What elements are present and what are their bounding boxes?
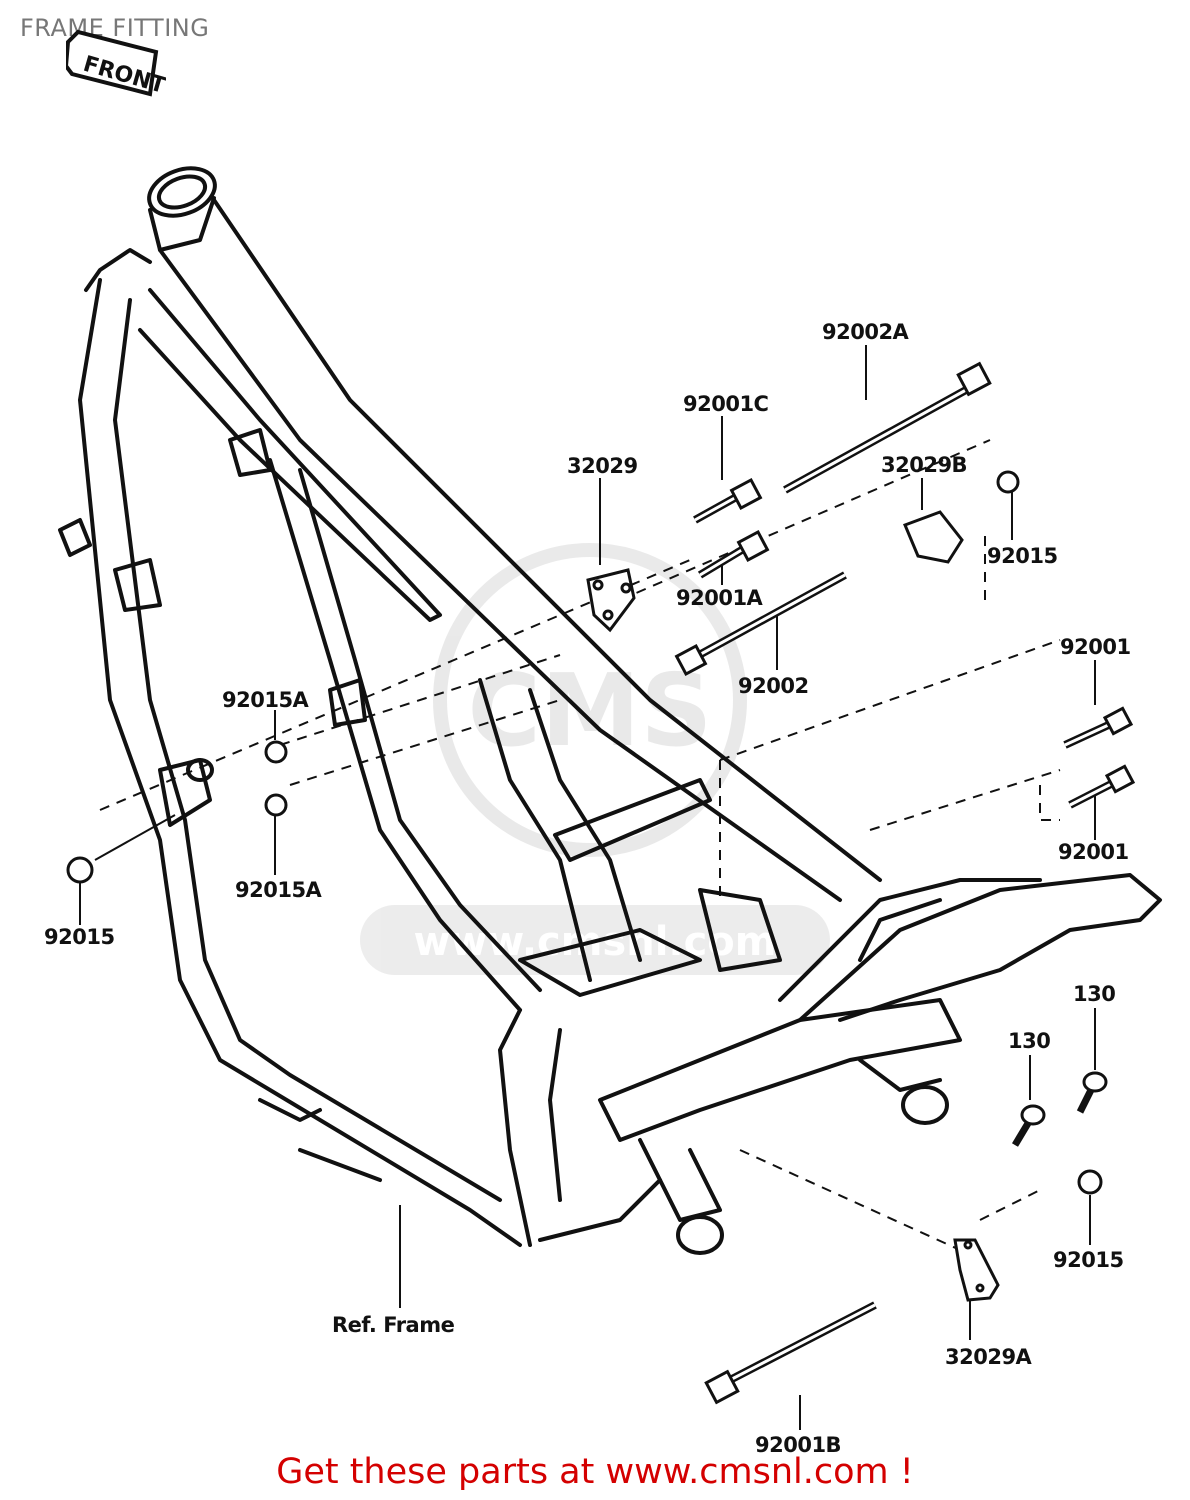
label-130-b: 130 bbox=[1008, 1029, 1051, 1053]
leader-lines bbox=[79, 345, 1096, 1430]
label-32029: 32029 bbox=[567, 454, 638, 478]
label-92001A: 92001A bbox=[676, 586, 763, 610]
label-92015-left: 92015 bbox=[44, 925, 115, 949]
dashed-guides bbox=[99, 439, 1061, 1251]
front-arrow-icon: FRONT bbox=[66, 29, 166, 99]
label-92001-a: 92001 bbox=[1060, 635, 1131, 659]
svg-text:CMS: CMS bbox=[468, 652, 713, 769]
label-32029A: 32029A bbox=[945, 1345, 1032, 1369]
label-ref-frame: Ref. Frame bbox=[332, 1313, 455, 1337]
label-92001B: 92001B bbox=[755, 1433, 842, 1457]
label-92001C: 92001C bbox=[683, 392, 769, 416]
label-92015A-bottom: 92015A bbox=[235, 878, 322, 902]
fasteners bbox=[66, 361, 1136, 1405]
label-32029B: 32029B bbox=[881, 453, 968, 477]
label-92001-b: 92001 bbox=[1058, 840, 1129, 864]
label-92015A-top: 92015A bbox=[222, 688, 309, 712]
label-92015-right: 92015 bbox=[1053, 1248, 1124, 1272]
footer-link[interactable]: Get these parts at www.cmsnl.com ! bbox=[276, 1452, 914, 1492]
label-130-a: 130 bbox=[1073, 982, 1116, 1006]
frame-outline bbox=[58, 166, 1162, 1255]
label-92002A: 92002A bbox=[822, 320, 909, 344]
label-92002: 92002 bbox=[738, 674, 809, 698]
page-title: FRAME FITTING bbox=[20, 14, 210, 42]
label-92015-top: 92015 bbox=[987, 544, 1058, 568]
